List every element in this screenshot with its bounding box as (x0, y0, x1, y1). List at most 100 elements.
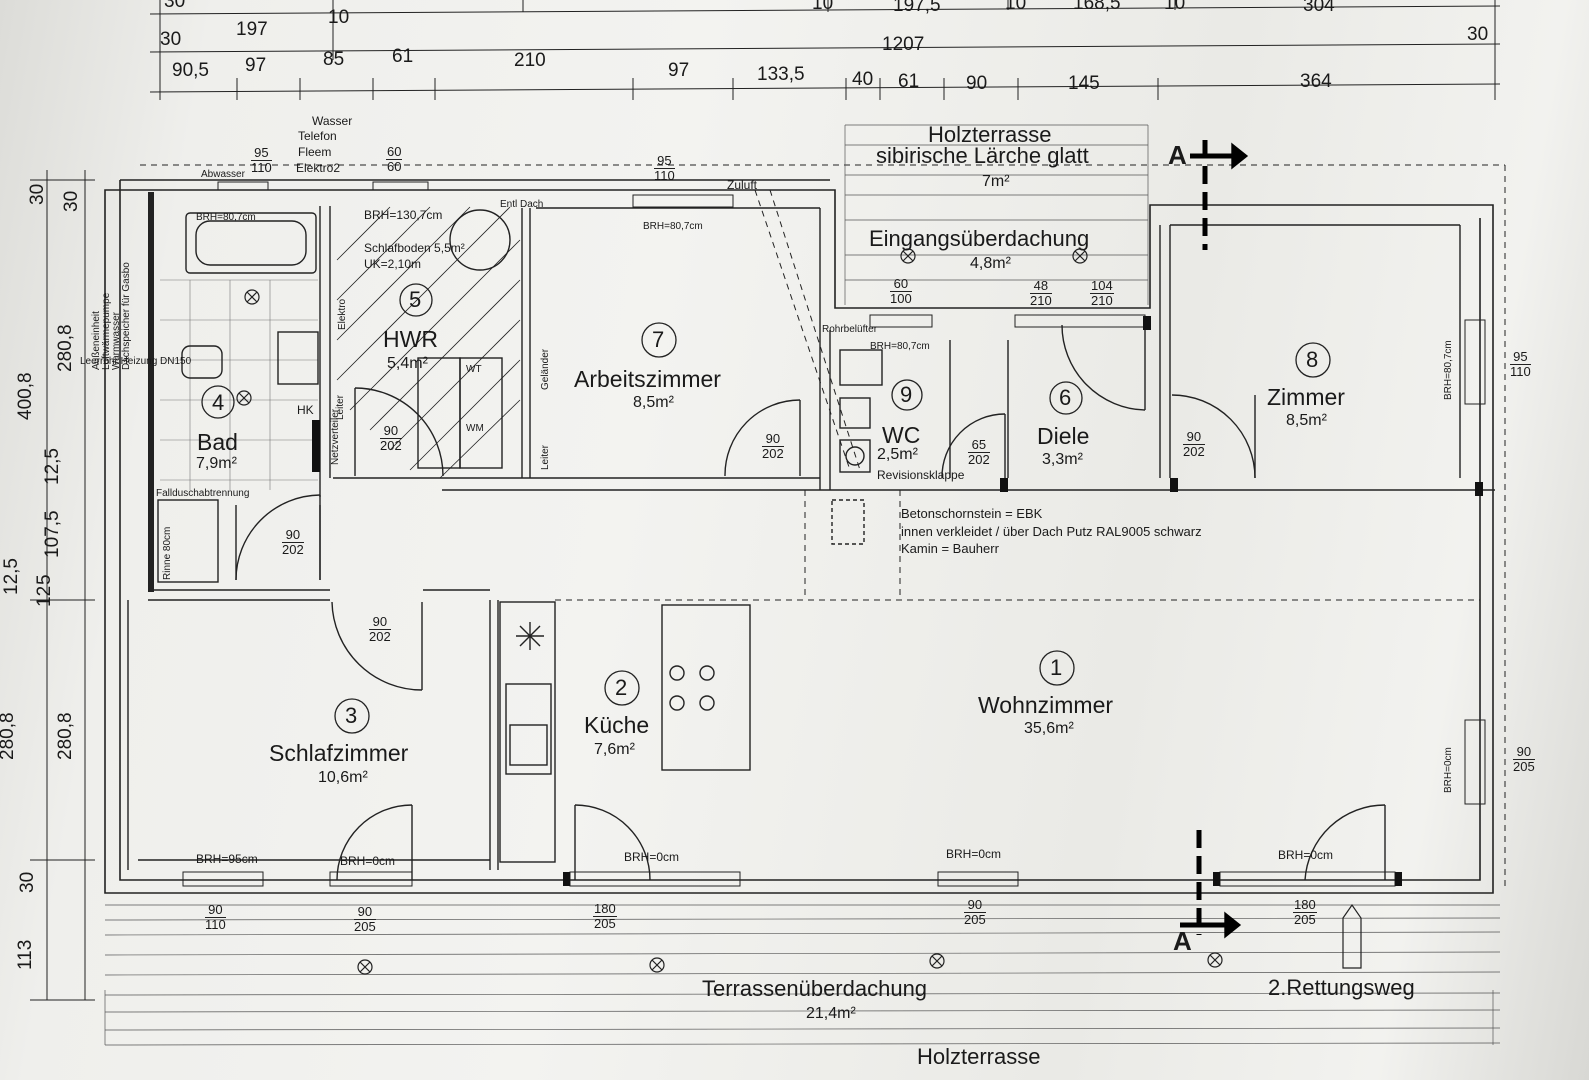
room-name-schlaf: Schlafzimmer (269, 740, 409, 766)
room-number-circles (201, 283, 1331, 734)
top-dimension-lines (149, 0, 1501, 100)
terrace-top-material: sibirische Lärche glatt (876, 143, 1089, 168)
brh-wohn-2: BRH=0cm (1278, 848, 1334, 862)
shower-icon (157, 499, 219, 583)
room-number-kueche: 2 (615, 675, 628, 700)
room-name-wohn: Wohnzimmer (978, 692, 1114, 718)
room-area-schlaf: 10,6m² (318, 769, 368, 786)
dim-row0-3: 197,5 (893, 0, 941, 16)
brh-hwr: BRH=130,7cm (364, 208, 443, 222)
door-swings (235, 324, 1386, 881)
left-dimension-lines (30, 170, 95, 1001)
label-zuluft: Zuluft (727, 178, 758, 192)
dim-top-edge-right: 30 (1467, 24, 1489, 45)
dim-total: 1207 (882, 34, 925, 55)
label-rohrbeluefter: Rohrbelüfter (822, 324, 878, 335)
dim-row2-6: 97 (668, 60, 690, 81)
dim-row0-6: 10 (1164, 0, 1186, 14)
room-name-arbeit: Arbeitszimmer (574, 366, 721, 392)
dim-left-30a: 30 (27, 183, 48, 205)
bottom-roof-name: Terrassenüberdachung (702, 976, 928, 1001)
dim-row2-5: 210 (514, 50, 546, 71)
room-area-wc: 2,5m² (877, 446, 918, 463)
room-number-wc: 9 (900, 382, 913, 407)
dim-left-12-5b: 12,5 (1, 558, 22, 595)
brh-kueche: BRH=0cm (624, 850, 680, 864)
label-hk: HK (297, 403, 314, 417)
room-area-kueche: 7,6m² (594, 741, 635, 758)
room-number-wohn: 1 (1050, 655, 1063, 680)
outer-walls (104, 179, 1494, 894)
kitchen-island (661, 604, 751, 771)
dim-left-30c: 30 (17, 871, 38, 893)
dim-row2-8: 40 (852, 69, 874, 90)
label-wt: WT (466, 364, 482, 375)
dim-row2-11: 145 (1068, 73, 1100, 94)
room-name-wc: WC (882, 422, 921, 448)
dim-left-12: 12 (34, 585, 55, 607)
hwr-note-schlafboden: Schlafboden 5,5m² (364, 241, 465, 255)
dim-left-280-bot: 280,8 (55, 712, 76, 760)
brh-arbeit: BRH=80,7cm (643, 221, 703, 232)
escape-route-arrow (1342, 903, 1362, 969)
entry-roof-area: 4,8m² (970, 255, 1011, 272)
dim-left-113: 113 (15, 939, 36, 970)
label-elektro: Elektro (337, 298, 348, 330)
terrace-top-area: 7m² (982, 173, 1010, 190)
room-number-bad: 4 (212, 390, 225, 415)
dim-row2-1: 90,5 (172, 60, 209, 81)
room-area-zimmer: 8,5m² (1286, 412, 1327, 429)
dim-row2-10: 90 (966, 73, 988, 94)
hwr-note-uk: UK=2,10m (364, 257, 422, 271)
dim-row2-12: 364 (1300, 71, 1332, 92)
room-name-zimmer: Zimmer (1267, 384, 1345, 410)
dim-row2-9: 61 (898, 71, 920, 92)
dim-left-30b: 30 (61, 190, 82, 212)
room-number-zimmer: 8 (1306, 347, 1319, 372)
brh-zimmer: BRH=80,7cm (1443, 340, 1454, 400)
left-note-4: Dachspeicher für Gasbo (121, 262, 132, 370)
section-mark-top: A (1168, 140, 1187, 170)
label-abwasser: Abwasser (201, 169, 245, 180)
window-openings (182, 181, 1486, 887)
section-line-a (1180, 140, 1232, 935)
label-gelaender: Geländer (540, 348, 551, 390)
dim-top-edge-left: 30 (164, 0, 186, 12)
dim-row0-2: 10 (328, 7, 350, 28)
dashed-lines (140, 164, 1506, 890)
room-name-hwr: HWR (383, 326, 438, 352)
room-name-bad: Bad (197, 429, 238, 455)
label-entl-dach: Entl Dach (500, 199, 544, 210)
room-area-hwr: 5,4m² (387, 355, 428, 372)
room-name-kueche: Küche (584, 712, 650, 738)
room-area-arbeit: 8,5m² (633, 394, 674, 411)
ceiling-light-markers (236, 248, 1223, 975)
dim-row2-3: 85 (323, 49, 345, 70)
dim-left-280-partial: 280,8 (0, 712, 18, 760)
dim-left-280-top: 280,8 (55, 324, 76, 372)
section-mark-bottom: A (1173, 926, 1192, 956)
room-number-hwr: 5 (409, 287, 422, 312)
room-number-arbeit: 7 (652, 327, 665, 352)
label-leiter: Leiter (335, 394, 346, 420)
label-fleem: Fleem (298, 145, 332, 159)
dim-left-5: 5 (34, 574, 55, 585)
brh-bad: BRH=80,7cm (196, 212, 256, 223)
brh-wc: BRH=80,7cm (870, 341, 930, 352)
top-terrace-lines (844, 124, 1149, 305)
bottom-terrace-lines (104, 904, 1501, 1046)
